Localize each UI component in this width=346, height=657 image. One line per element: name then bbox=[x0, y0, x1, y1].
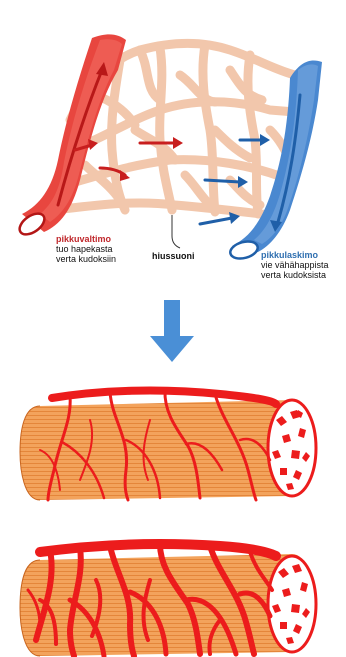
arteriole-label: pikkuvaltimo tuo hapekasta verta kudoksi… bbox=[56, 234, 116, 264]
venule-desc-line2: verta kudoksista bbox=[261, 270, 345, 280]
flow-arrow-icon bbox=[173, 137, 183, 149]
flow-arrow-icon bbox=[205, 180, 240, 182]
capillary-label: hiussuoni bbox=[152, 251, 195, 261]
down-arrow-icon bbox=[150, 300, 194, 362]
capillary-leader-line bbox=[172, 215, 180, 248]
muscle-tissue-before bbox=[20, 390, 316, 500]
flow-arrow-icon bbox=[200, 218, 232, 224]
muscle-tissue-after bbox=[20, 544, 316, 656]
arteriole-desc-line2: verta kudoksiin bbox=[56, 254, 116, 264]
flow-arrow-icon bbox=[238, 176, 248, 188]
arteriole-title: pikkuvaltimo bbox=[56, 234, 116, 244]
flow-arrow-icon bbox=[260, 134, 270, 146]
venule-title: pikkulaskimo bbox=[261, 250, 345, 260]
venule-label: pikkulaskimo vie vähähappista verta kudo… bbox=[261, 250, 345, 280]
venule-desc-line1: vie vähähappista bbox=[261, 260, 345, 270]
arteriole-desc-line1: tuo hapekasta bbox=[56, 244, 116, 254]
